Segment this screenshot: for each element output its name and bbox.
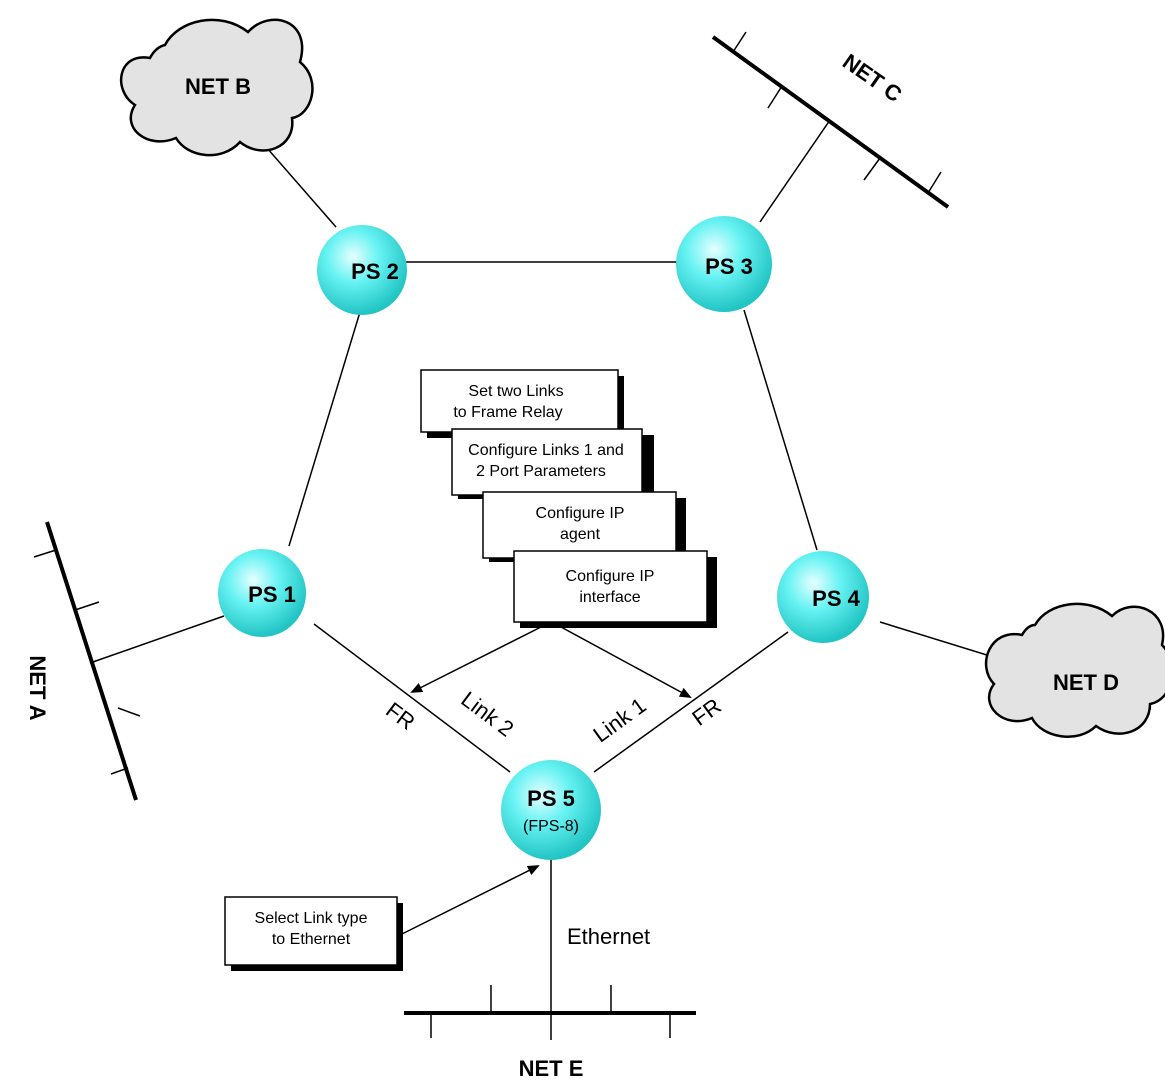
node-ps2: PS 2 [317,225,407,315]
step-card: Configure IP interface [513,550,717,628]
arrows [401,626,692,935]
select-box: Select Link type to Ethernet [224,896,403,971]
node-ps1: PS 1 [218,549,306,637]
link2-label: Link 2 [457,686,519,741]
step-card: Configure Links 1 and 2 Port Parameters [451,428,654,499]
node-circle [218,549,306,637]
step-2-line2: 2 Port Parameters [476,463,606,480]
line-neta-ps1 [89,615,225,664]
fr-left-label: FR [381,697,419,735]
node-ps1-label: PS 1 [248,582,296,607]
node-ps2-label: PS 2 [351,259,399,284]
node-circle [501,760,601,860]
connection-lines [89,119,1004,1040]
cloud-icon [119,18,314,157]
net-a-label: NET A [25,655,50,720]
step-2-line1: Configure Links 1 and [468,442,624,459]
net-c-label: NET C [838,49,906,107]
line-ps3-ps4 [743,309,818,551]
line-netb-ps2 [259,139,337,228]
line-ps4-ps5 [593,631,789,773]
node-ps3: PS 3 [676,216,772,312]
net-d-cloud: NET D [984,602,1165,738]
arrow-to-ps5 [401,865,540,935]
arrow-to-link2 [410,626,542,693]
cloud-icon [984,602,1165,738]
line-ps2-ps1 [288,311,361,547]
select-line2: to Ethernet [272,931,351,948]
line-ps1-ps5 [313,623,511,773]
node-ps5: PS 5 (FPS-8) [501,760,601,860]
net-b-cloud: NET B [119,18,314,157]
net-c-bus [711,31,950,209]
net-e-bus [404,985,696,1038]
fr-right-label: FR [687,693,725,730]
node-ps4: PS 4 [777,551,869,643]
select-line1: Select Link type [255,910,368,927]
step-3-line1: Configure IP [536,505,625,522]
step-4-line2: interface [579,589,640,606]
line-netd-ps4 [879,621,1004,661]
step-stack: Set two Links to Frame Relay Configure L… [420,369,717,628]
step-4-line1: Configure IP [566,568,655,585]
line-netc-ps3 [759,119,831,223]
link1-label: Link 1 [588,693,650,748]
arrow-to-link1 [560,626,692,698]
node-circle [676,216,772,312]
node-circle [317,225,407,315]
net-d-label: NET D [1053,670,1119,695]
node-ps5-sublabel: (FPS-8) [523,818,579,835]
net-b-label: NET B [185,74,251,99]
step-1-line1: Set two Links [468,383,563,400]
step-card: Set two Links to Frame Relay [420,369,624,438]
node-ps5-label: PS 5 [527,786,575,811]
node-ps4-label: PS 4 [812,586,860,611]
node-ps3-label: PS 3 [705,254,753,279]
net-a-bus [33,521,141,801]
net-e-label: NET E [519,1056,584,1081]
ethernet-label: Ethernet [567,924,650,949]
node-circle [777,551,869,643]
step-1-line2: to Frame Relay [453,404,562,421]
step-3-line2: agent [560,526,601,543]
